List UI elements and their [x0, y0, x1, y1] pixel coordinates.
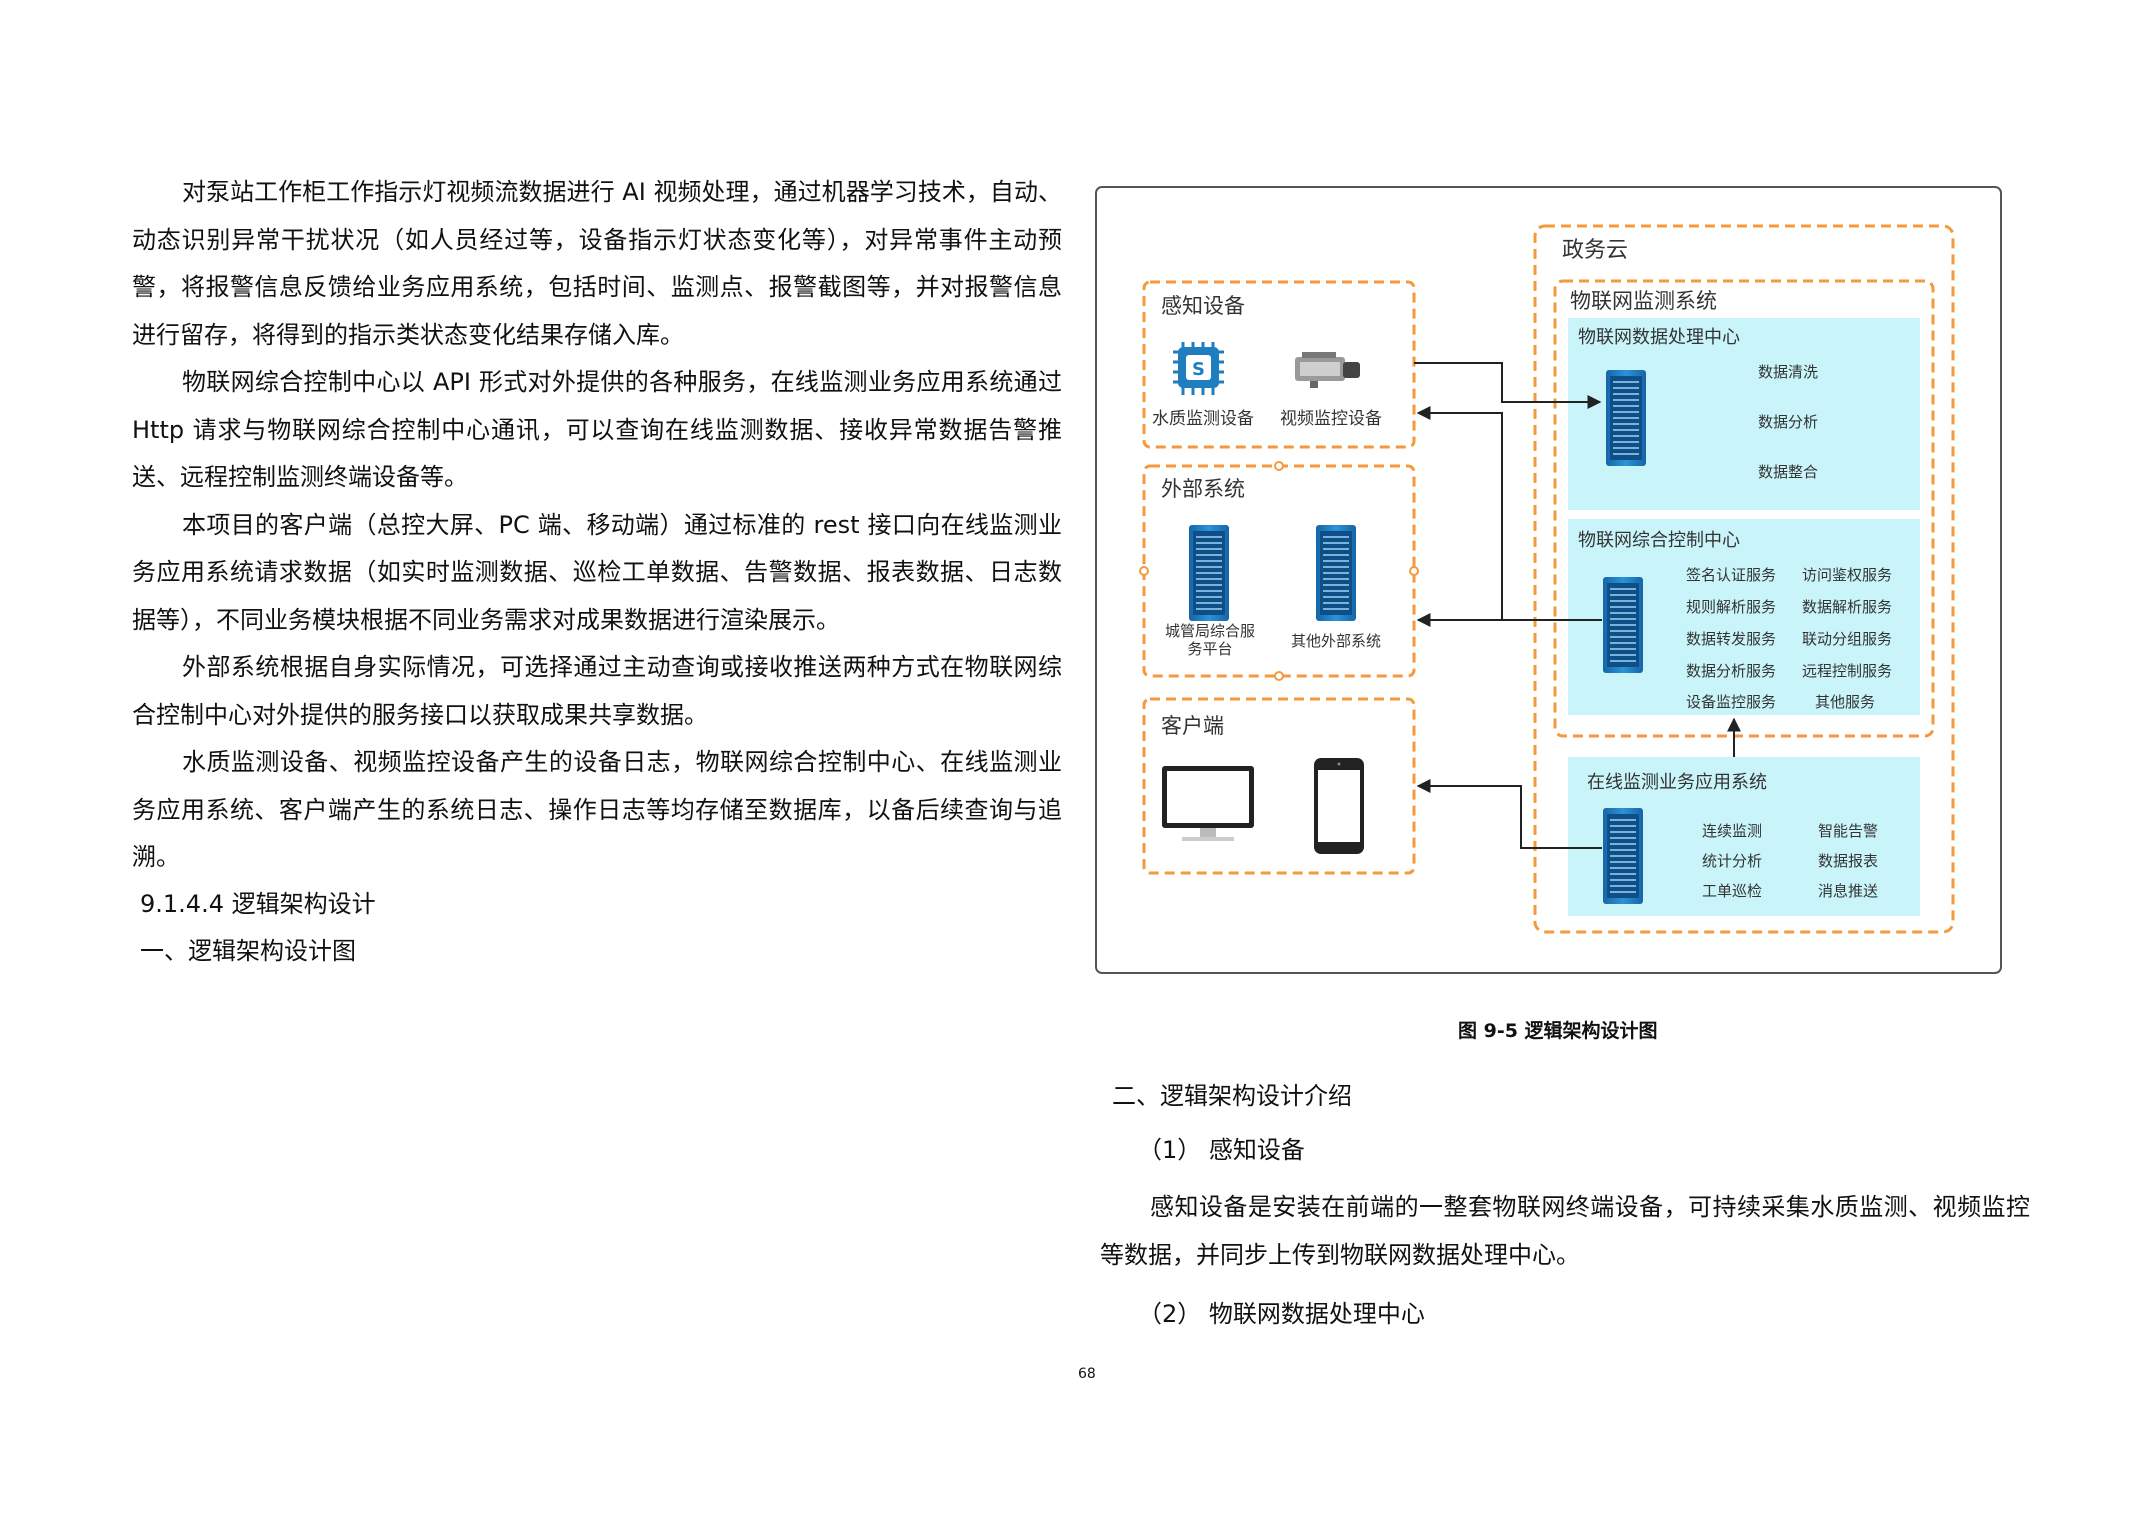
city-platform-label-line2: 务平台	[1187, 640, 1232, 658]
control-service: 联动分组服务	[1802, 630, 1892, 648]
data-center-item: 数据清洗	[1758, 363, 1818, 381]
city-platform-label: 城管局综合服	[1165, 622, 1255, 640]
control-service: 数据分析服务	[1686, 662, 1776, 680]
item-1-text: 感知设备是安装在前端的一整套物联网终端设备，可持续采集水质监测、视频监控等数据，…	[1100, 1193, 2030, 1269]
client-box	[1142, 697, 1416, 875]
svg-text:S: S	[1192, 359, 1205, 380]
paragraph-5: 水质监测设备、视频监控设备产生的设备日志，物联网综合控制中心、在线监测业务应用系…	[132, 748, 1062, 871]
online-system-item: 智能告警	[1818, 822, 1878, 840]
heading-2: 二、逻辑架构设计介绍	[1112, 1082, 1352, 1110]
desktop-monitor-icon	[1162, 766, 1254, 841]
control-center-title: 物联网综合控制中心	[1578, 530, 1740, 551]
paragraph-3: 本项目的客户端（总控大屏、PC 端、移动端）通过标准的 rest 接口向在线监测…	[132, 510, 1062, 634]
control-service: 远程控制服务	[1802, 662, 1892, 680]
section-title: 9.1.4.4 逻辑架构设计	[140, 890, 376, 918]
online-system-server-icon	[1602, 807, 1644, 905]
client-label: 客户端	[1161, 714, 1224, 738]
paragraph-4: 外部系统根据自身实际情况，可选择通过主动查询或接收推送两种方式在物联网综合控制中…	[132, 653, 1062, 729]
external-systems-label: 外部系统	[1161, 477, 1245, 501]
control-service: 访问鉴权服务	[1802, 566, 1892, 584]
left-text-block: 对泵站工作柜工作指示灯视频流数据进行 AI 视频处理，通过机器学习技术，自动、动…	[132, 169, 1062, 882]
online-system-item: 连续监测	[1702, 822, 1762, 840]
city-platform-server-icon	[1188, 524, 1230, 622]
page-number: 68	[1078, 1366, 1096, 1382]
subsection-title: 一、逻辑架构设计图	[140, 937, 356, 965]
control-service: 签名认证服务	[1686, 566, 1776, 584]
connector-arrows	[1414, 362, 1741, 849]
sensing-devices-label: 感知设备	[1161, 294, 1245, 318]
gov-cloud-box	[1533, 224, 1955, 934]
data-center-title: 物联网数据处理中心	[1578, 327, 1740, 348]
paragraph-2: 物联网综合控制中心以 API 形式对外提供的各种服务，在线监测业务应用系统通过 …	[132, 368, 1062, 491]
control-service: 规则解析服务	[1686, 598, 1776, 616]
video-monitor-device-label: 视频监控设备	[1280, 409, 1382, 429]
paragraph-1: 对泵站工作柜工作指示灯视频流数据进行 AI 视频处理，通过机器学习技术，自动、动…	[132, 178, 1062, 349]
other-external-server-icon	[1315, 524, 1357, 622]
water-quality-device-label: 水质监测设备	[1152, 409, 1254, 429]
control-center-server-icon	[1602, 576, 1644, 674]
data-center-item: 数据分析	[1758, 413, 1818, 431]
sensing-devices-box	[1142, 280, 1416, 449]
control-service: 设备监控服务	[1686, 693, 1776, 711]
item-1-text-block: 感知设备是安装在前端的一整套物联网终端设备，可持续采集水质监测、视频监控等数据，…	[1100, 1184, 2030, 1279]
online-system-item: 消息推送	[1818, 882, 1878, 900]
control-service: 数据转发服务	[1686, 630, 1776, 648]
gov-cloud-label: 政务云	[1562, 238, 1628, 263]
mobile-phone-icon	[1314, 758, 1364, 854]
water-quality-chip-icon: S	[1173, 342, 1224, 395]
online-system-item: 数据报表	[1818, 852, 1878, 870]
other-external-label: 其他外部系统	[1291, 632, 1381, 650]
data-center-item: 数据整合	[1758, 463, 1818, 481]
figure-caption: 图 9-5 逻辑架构设计图	[1458, 1020, 1658, 1042]
online-system-item: 工单巡检	[1702, 882, 1762, 900]
control-service: 数据解析服务	[1802, 598, 1892, 616]
control-service: 其他服务	[1815, 693, 1875, 711]
online-system-title: 在线监测业务应用系统	[1587, 772, 1767, 793]
item-2-title: （2） 物联网数据处理中心	[1138, 1300, 1425, 1328]
iot-monitor-system-label: 物联网监测系统	[1570, 289, 1717, 313]
iot-monitor-system-box	[1553, 279, 1935, 738]
data-center-server-icon	[1605, 369, 1647, 467]
video-camera-icon	[1295, 352, 1360, 388]
item-1-title: （1） 感知设备	[1138, 1136, 1305, 1164]
online-system-item: 统计分析	[1702, 852, 1762, 870]
